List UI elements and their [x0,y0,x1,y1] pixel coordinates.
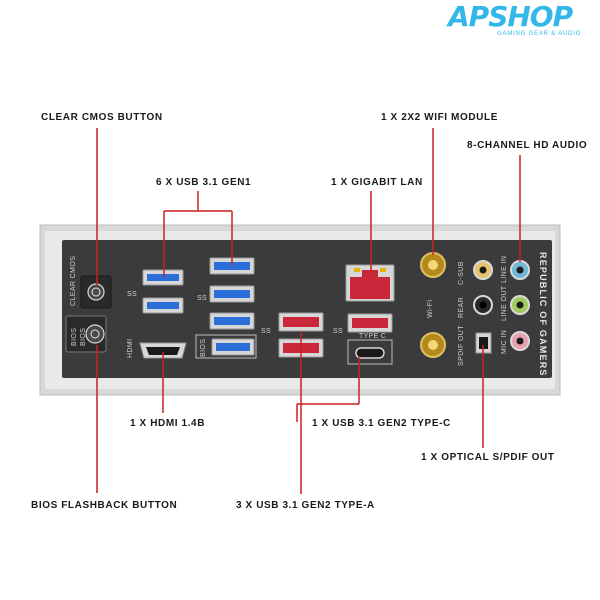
usb31-gen2-typea-label: 3 X USB 3.1 GEN2 TYPE-A [236,500,375,511]
line-in-panel-label: LINE IN [501,255,508,283]
usb31-gen1-label: 6 X USB 3.1 GEN1 [156,177,252,188]
usb31-gen1-right-stack [195,257,257,359]
usb31-gen2-typea-right-port [347,313,393,333]
bios-usb-label: BIOS [200,338,207,357]
audio-jacks-graphic [473,260,530,351]
bios-side-label: BIOS [71,327,78,346]
bios-button-label: BIOS [80,327,87,346]
ss-logo-1: SS [127,291,137,298]
bios-flashback-button-graphic [65,315,107,353]
mic-in-panel-label: MIC IN [501,329,508,354]
bios-flashback-label: BIOS FLASHBACK BUTTON [31,500,178,511]
apshop-tagline: GAMING GEAR & AUDIO [497,31,582,37]
spdif-out-panel-label: SPDIF OUT [458,325,465,366]
hdmi-panel-label: HDMI [127,338,134,359]
rear-panel-label: REAR [458,296,465,318]
clear-cmos-label: CLEAR CMOS BUTTON [41,112,163,123]
usb31-gen1-left-stack [142,269,184,314]
line-out-panel-label: LINE OUT [501,285,508,321]
rog-label: REPUBLIC OF GAMERS [538,252,548,377]
callout-lines [96,128,521,494]
usb-typec-port-graphic [347,339,393,365]
ss-logo-2: SS [197,295,207,302]
apshop-logo: APSHOP [448,0,573,33]
hdmi-label: 1 X HDMI 1.4B [130,418,206,429]
wifi-panel-label: Wi-Fi [427,299,434,318]
lan-port-graphic [345,264,395,302]
wifi-antenna-connectors [420,252,446,358]
clear-cmos-button-graphic [80,275,112,309]
wifi-module-label: 1 X 2X2 WIFI MODULE [381,112,498,123]
ss-logo-3: SS [261,328,271,335]
gigabit-lan-label: 1 X GIGABIT LAN [331,177,423,188]
c-sub-panel-label: C-SUB [458,261,465,285]
type-c-panel-label: TYPE C [359,333,387,340]
ss-logo-4: SS [333,328,343,335]
clear-cmos-panel-label: CLEAR CMOS [70,255,77,306]
usb31-gen2-typec-label: 1 X USB 3.1 GEN2 TYPE-C [312,418,451,429]
hd-audio-label: 8-CHANNEL HD AUDIO [467,140,588,151]
optical-spdif-label: 1 X OPTICAL S/PDIF OUT [421,452,555,463]
hdmi-port-graphic [139,342,187,359]
